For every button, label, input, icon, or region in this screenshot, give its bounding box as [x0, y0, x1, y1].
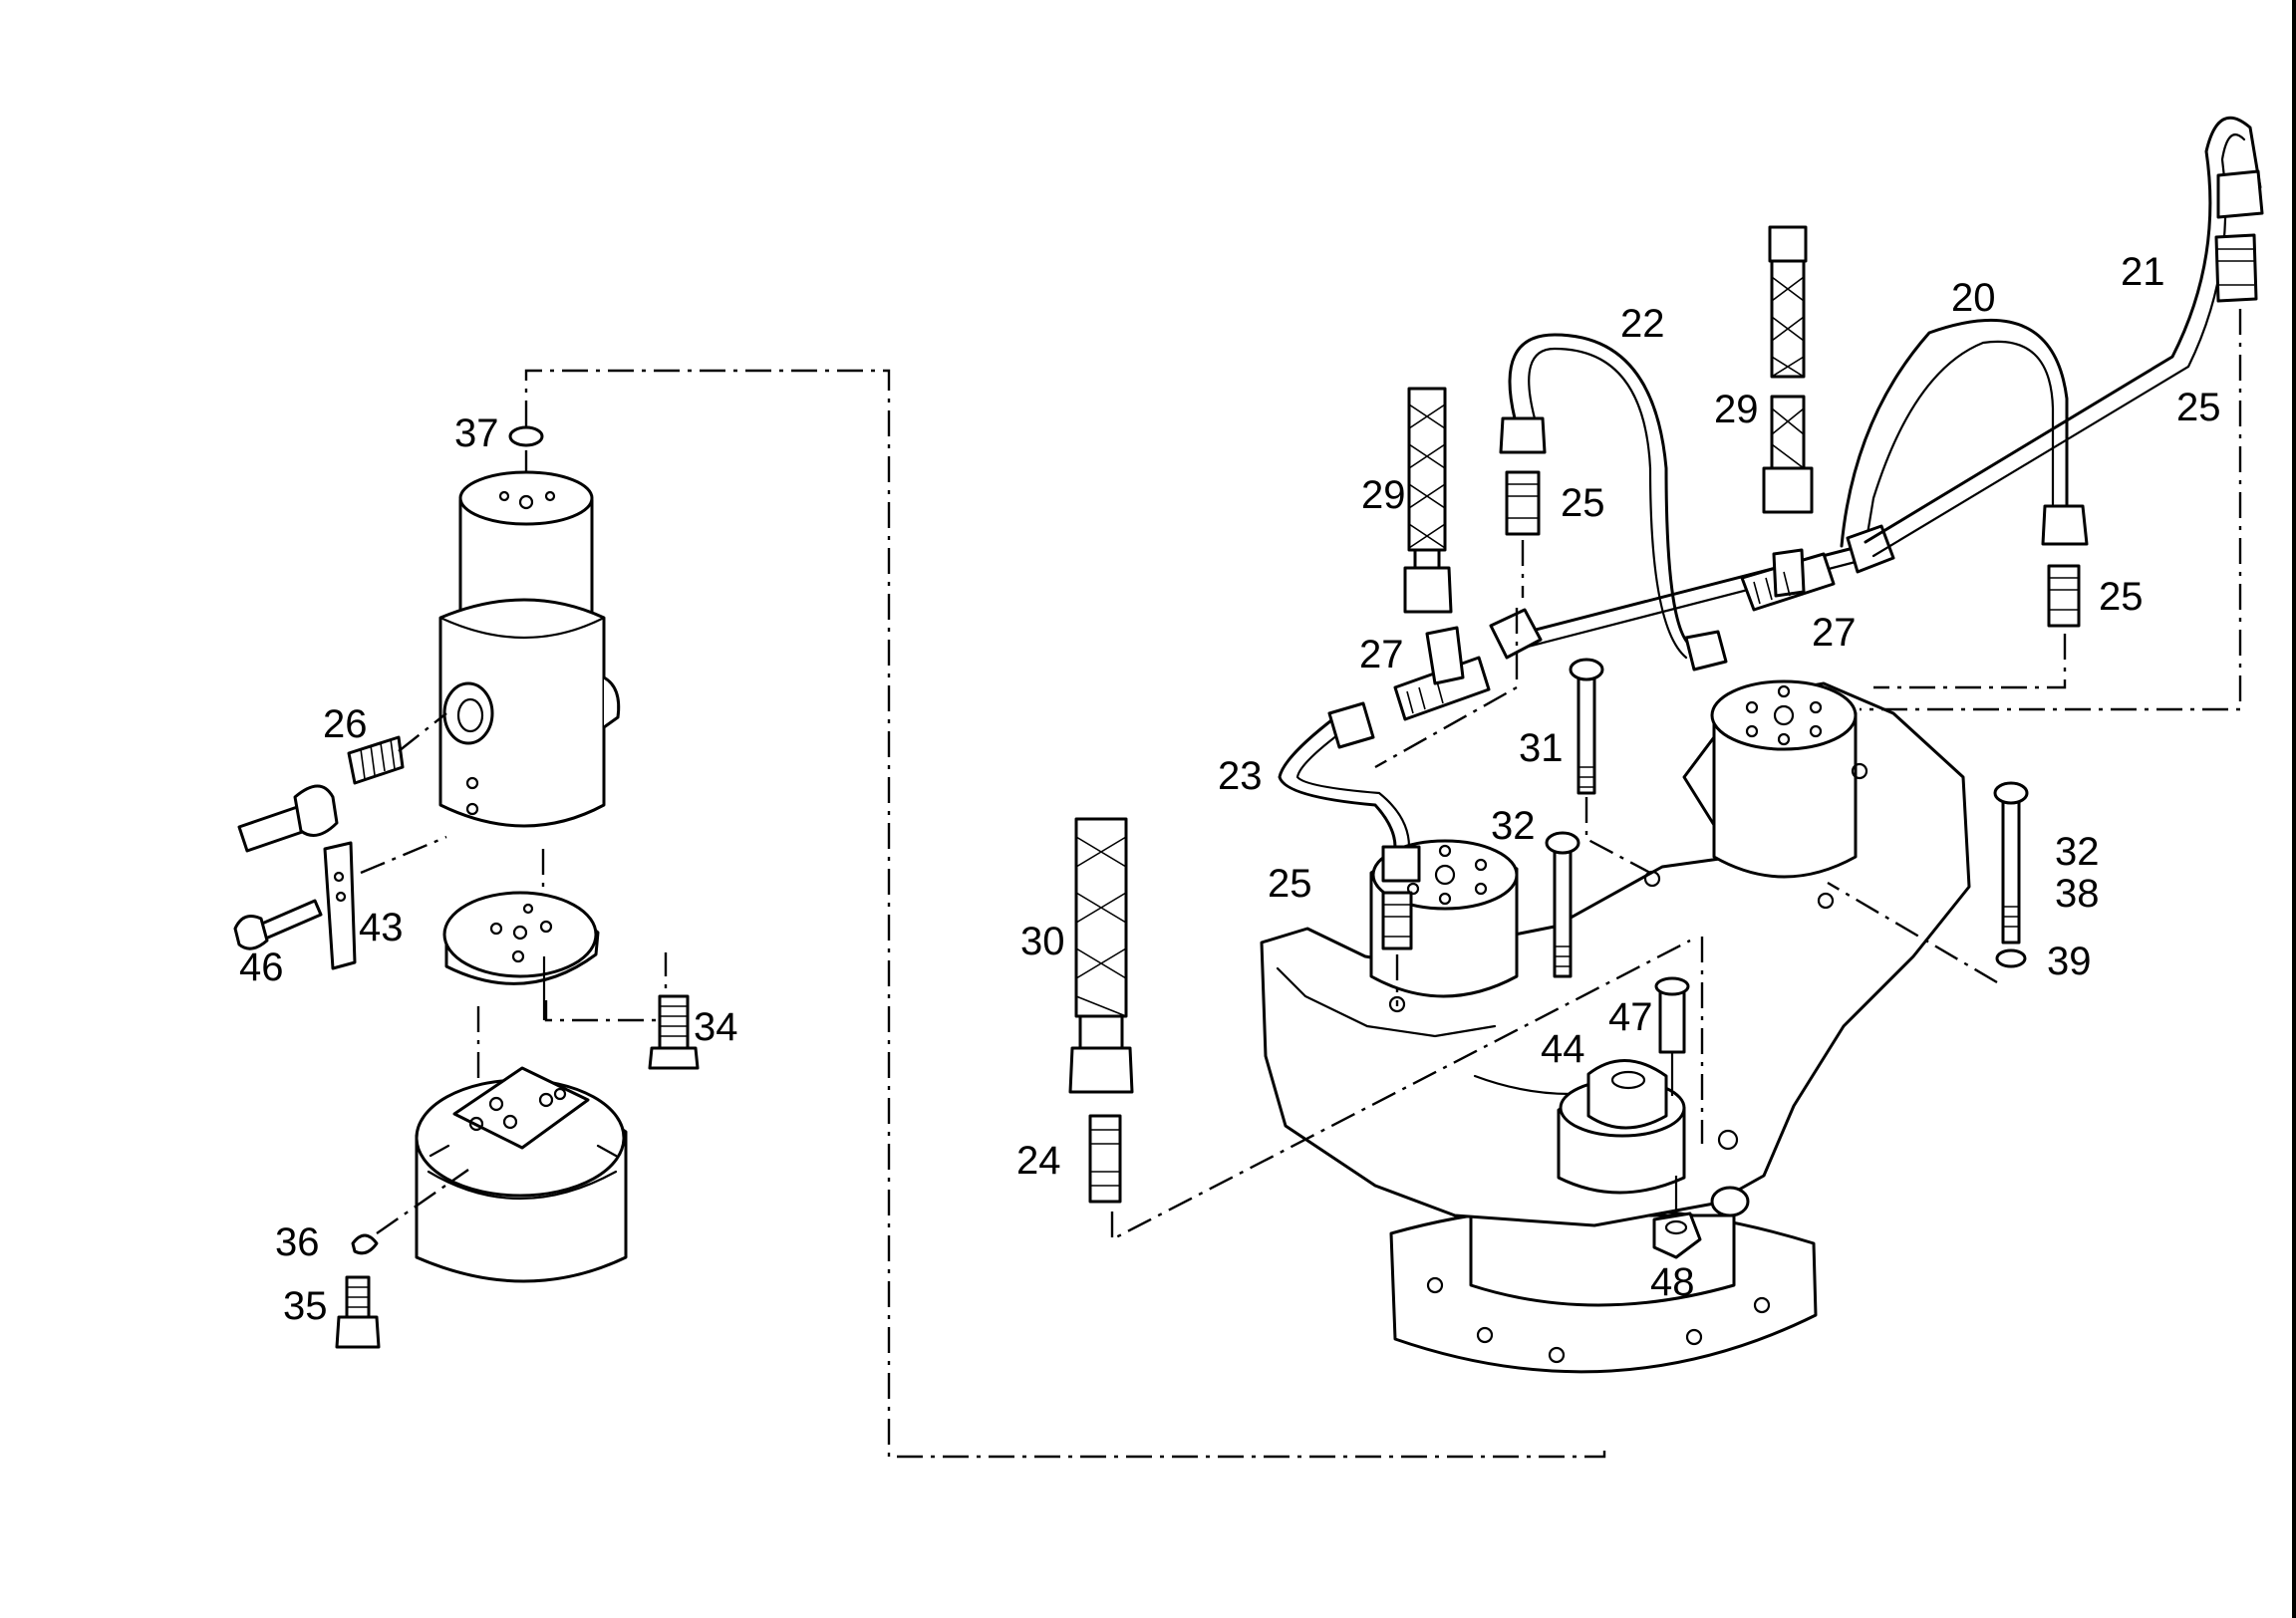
- port-plug-part: [1710, 1186, 1750, 1217]
- union-fitting-part-3: [2214, 233, 2258, 303]
- union-fitting-part-4: [1381, 891, 1413, 950]
- callout-25-b: 25: [2176, 386, 2221, 429]
- callout-31: 31: [1519, 726, 1564, 770]
- callout-labels: 37 26 43 46 34 36 35 22 20 21 29 29 25 2…: [239, 250, 2221, 1328]
- callout-43: 43: [359, 906, 404, 949]
- callout-29-right: 29: [1714, 388, 1759, 431]
- union-fitting-part: [1505, 470, 1541, 536]
- fitting-part: [347, 735, 405, 785]
- callout-37: 37: [454, 411, 499, 455]
- bracket-part: [323, 841, 357, 970]
- callout-30: 30: [1020, 920, 1065, 963]
- callout-26: 26: [323, 702, 368, 746]
- lock-nut-part: [1652, 1212, 1702, 1259]
- o-ring-part: [508, 425, 544, 447]
- callout-22: 22: [1620, 302, 1665, 346]
- callout-29-left: 29: [1361, 473, 1406, 517]
- callout-27-right: 27: [1812, 611, 1857, 655]
- cylinder-body-part: [438, 598, 606, 828]
- callout-24: 24: [1016, 1139, 1061, 1183]
- callout-32-left: 32: [1491, 804, 1536, 848]
- callout-48: 48: [1650, 1260, 1695, 1304]
- callout-46: 46: [239, 945, 284, 989]
- lock-washer-part: [351, 1233, 379, 1255]
- long-bolt-part: [1577, 672, 1596, 795]
- union-fitting-part-2: [2047, 564, 2081, 628]
- callout-47: 47: [1608, 995, 1653, 1039]
- pipe-21-part: [1864, 116, 2262, 544]
- hose-end-part: [1768, 225, 1808, 263]
- hose-29-part-2: [1407, 387, 1447, 552]
- union-fitting-part-5: [1088, 1114, 1122, 1204]
- callout-38: 38: [2055, 872, 2100, 916]
- motor-housing-assembly: [1110, 679, 1971, 1374]
- page-edge-line: [2292, 0, 2296, 1618]
- callout-36: 36: [275, 1220, 320, 1264]
- hydraulic-lines: [1068, 116, 2264, 1204]
- washer-part: [1995, 948, 2027, 968]
- callout-25-a: 25: [1561, 481, 1605, 525]
- callout-27-left: 27: [1359, 633, 1404, 676]
- callout-44: 44: [1541, 1027, 1585, 1071]
- callout-21: 21: [2121, 250, 2165, 294]
- cylinder-assembly: [233, 425, 700, 1349]
- callout-35: 35: [283, 1284, 328, 1328]
- long-bolt-part-3: [2001, 795, 2021, 944]
- clamp-plate-part: [452, 1066, 590, 1150]
- pipe-23-part: [1278, 715, 1397, 849]
- callout-34: 34: [694, 1005, 738, 1049]
- callout-20: 20: [1951, 276, 1996, 320]
- pipe-20-part: [1840, 318, 2069, 548]
- callout-39: 39: [2047, 940, 2092, 983]
- callout-23: 23: [1218, 754, 1263, 798]
- bolts-group: [1545, 658, 2029, 984]
- cap-screw-part-2: [1658, 984, 1686, 1054]
- hex-bolt-part: [658, 994, 690, 1050]
- callout-25-d: 25: [1268, 862, 1312, 906]
- pipe-22-part: [1508, 333, 1696, 650]
- callout-32-right: 32: [2055, 830, 2100, 874]
- callout-25-c: 25: [2099, 575, 2144, 619]
